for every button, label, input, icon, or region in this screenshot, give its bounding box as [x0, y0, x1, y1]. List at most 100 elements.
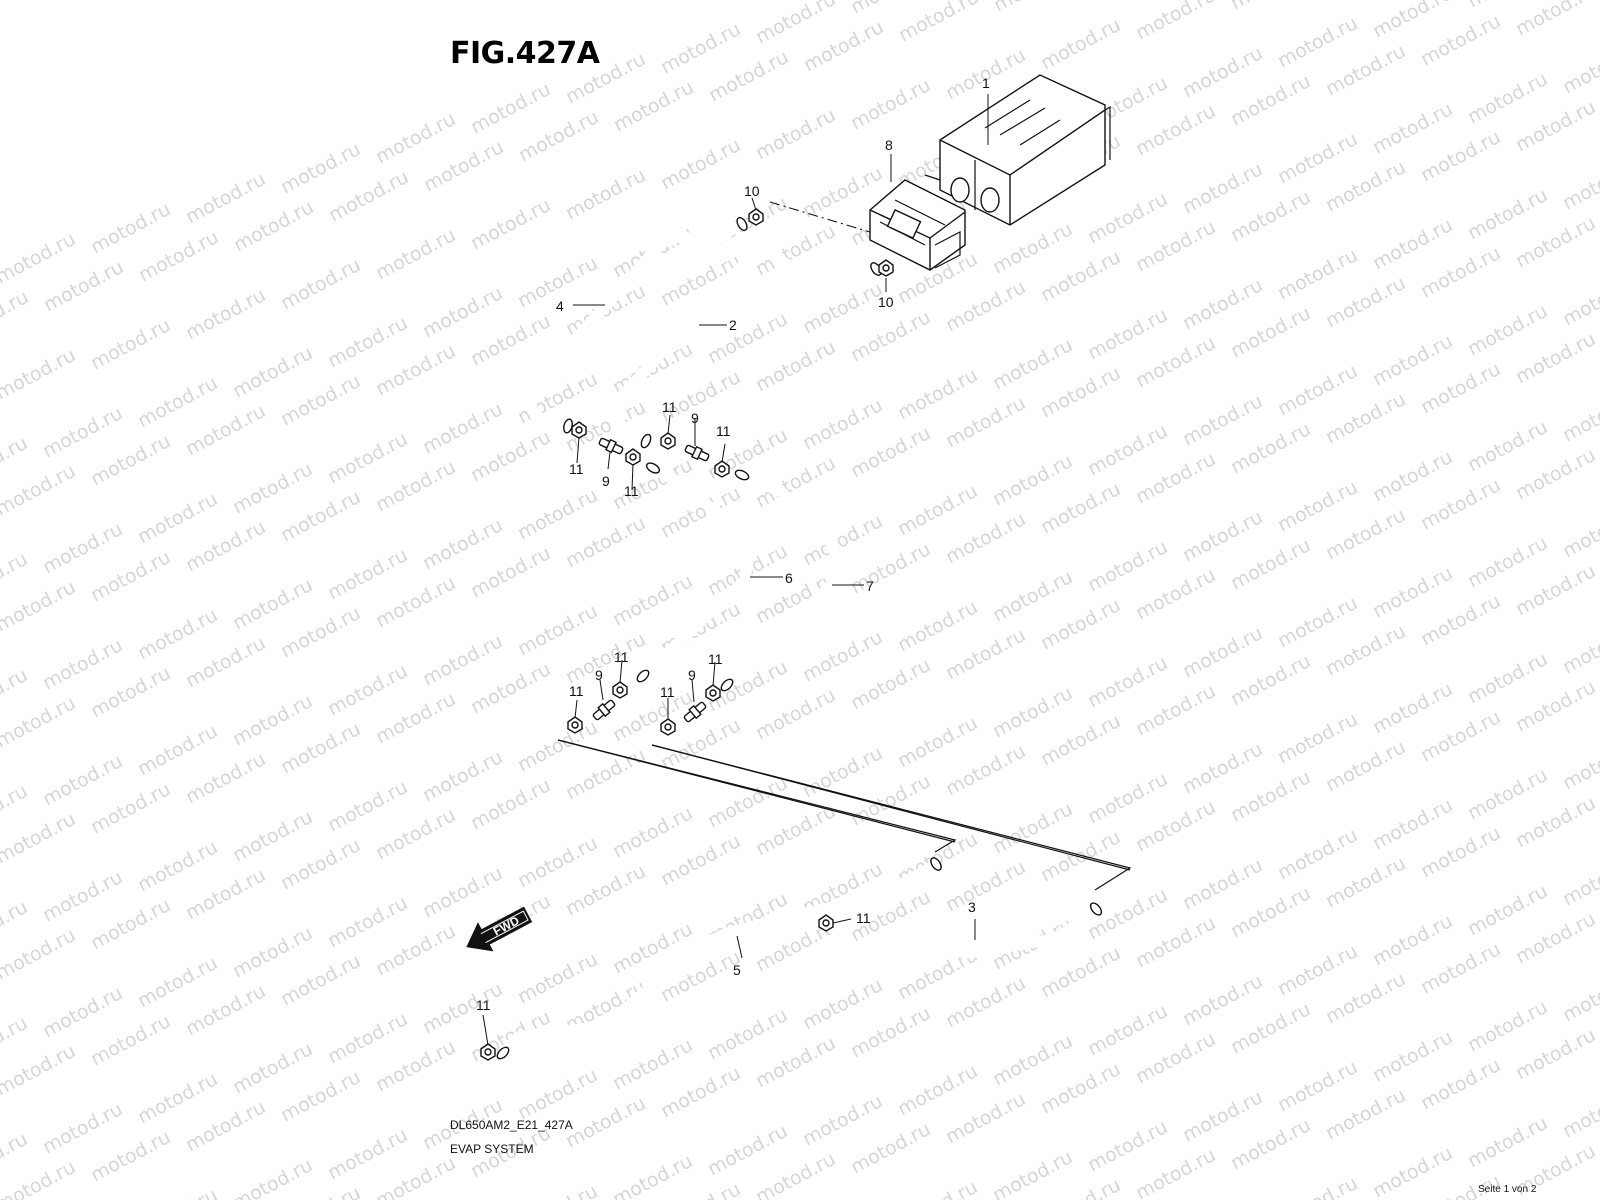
watermark-text: motod.ru [1132, 448, 1219, 508]
watermark-text: motod.ru [562, 860, 649, 920]
watermark-text: motod.ru [562, 628, 649, 688]
watermark-text: motod.ru [1274, 592, 1361, 652]
watermark-text: motod.ru [1369, 214, 1456, 274]
callout-clip-11: 11 [476, 997, 491, 1013]
watermark-text: motod.ru [467, 542, 554, 602]
watermark-text: motod.ru [1512, 792, 1599, 852]
watermark-text: motod.ru [1132, 680, 1219, 740]
watermark-text: motod.ru [0, 460, 79, 520]
watermark-text: motod.ru [1179, 506, 1266, 566]
watermark-text: motod.ru [989, 1030, 1076, 1090]
watermark-text: motod.ru [39, 866, 126, 926]
watermark-text: motod.ru [1084, 1116, 1171, 1176]
callout-clip-11: 11 [569, 683, 584, 699]
watermark-text: motod.ru [419, 862, 506, 922]
watermark-text: motod.ru [1227, 534, 1314, 594]
watermark-text: motod.ru [1417, 822, 1504, 882]
watermark-text: motod.ru [229, 458, 316, 518]
watermark-text: motod.ru [372, 1036, 459, 1096]
watermark-text: motod.ru [87, 894, 174, 954]
watermark-text: motod.ru [324, 660, 411, 720]
watermark-text: motod.ru [229, 806, 316, 866]
watermark-text: motod.ru [705, 46, 792, 106]
watermark-text: motod.ru [1084, 536, 1171, 596]
hose-3 [829, 904, 1101, 978]
watermark-text: motod.ru [87, 546, 174, 606]
watermark-text: motod.ru [942, 1088, 1029, 1148]
watermark-text: motod.ru [514, 600, 601, 660]
watermark-text: motod.ru [1464, 184, 1551, 244]
guide-lines [557, 201, 1132, 891]
watermark-text: motod.ru [419, 978, 506, 1038]
watermark-text: motod.ru [1369, 562, 1456, 622]
callout-clip-11: 11 [624, 483, 639, 499]
watermark-text: motod.ru [324, 892, 411, 952]
watermark-text: motod.ru [1464, 764, 1551, 824]
watermark-text: motod.ru [1559, 386, 1600, 446]
watermark-text: motod.ru [609, 918, 696, 978]
watermark-text: motod.ru [1274, 940, 1361, 1000]
watermark-text: motod.ru [277, 486, 364, 546]
watermark-text: motod.ru [514, 1180, 601, 1200]
watermark-text: motod.ru [1227, 882, 1314, 942]
watermark-text: motod.ru [1322, 504, 1409, 564]
watermark-text: motod.ru [1179, 738, 1266, 798]
watermark-text: motod.ru [467, 658, 554, 718]
watermark-text: motod.ru [1179, 970, 1266, 1030]
watermark-text: motod.ru [609, 570, 696, 630]
watermark-text: motod.ru [800, 16, 887, 76]
watermark-text: motod.ru [372, 804, 459, 864]
watermark-text: motod.ru [277, 1066, 364, 1126]
watermark-text: motod.ru [1559, 850, 1600, 910]
watermark-text: motod.ru [0, 808, 79, 868]
watermark-text: motod.ru [847, 1002, 934, 1062]
leader-lines [482, 94, 989, 1046]
watermark-text: motod.ru [1132, 216, 1219, 276]
watermark-text: motod.ru [419, 398, 506, 458]
watermark-text: motod.ru [134, 836, 221, 896]
watermark-text: motod.ru [1227, 998, 1314, 1058]
watermark-text: motod.ru [1417, 706, 1504, 766]
watermark-text: motod.ru [847, 422, 934, 482]
callout-bracket: 8 [885, 137, 893, 153]
watermark-text: motod.ru [135, 226, 222, 286]
watermark-text: motod.ru [1274, 1172, 1361, 1200]
figure-caption: EVAP SYSTEM [450, 1142, 534, 1156]
watermark-text: motod.ru [39, 750, 126, 810]
watermark-text: motod.ru [134, 604, 221, 664]
joint [592, 699, 616, 721]
joint [598, 437, 624, 455]
watermark-text: motod.ru [230, 196, 317, 256]
watermark-text: motod.ru [420, 136, 507, 196]
watermark-text: motod.ru [1274, 824, 1361, 884]
watermark-text: motod.ru [942, 856, 1029, 916]
watermark-text: motod.ru [467, 78, 554, 138]
callout-joint: 9 [602, 473, 610, 489]
watermark-text: motod.ru [1464, 880, 1551, 940]
watermark-text: motod.ru [0, 344, 79, 404]
watermark-text: motod.ru [895, 0, 982, 46]
watermark-text: motod.ru [419, 630, 506, 690]
watermark-text: motod.ru [87, 198, 174, 258]
watermark-text: motod.ru [1559, 966, 1600, 1026]
watermark-text: motod.ru [1322, 736, 1409, 796]
watermark-text: motod.ru [1322, 968, 1409, 1028]
watermark-text: motod.ru [372, 572, 459, 632]
watermark-text: motod.ru [1464, 300, 1551, 360]
watermark-text: motod.ru [657, 18, 744, 78]
watermark-text: motod.ru [1274, 476, 1361, 536]
watermark-text: motod.ru [324, 1008, 411, 1068]
watermark-text: motod.ru [134, 720, 221, 780]
watermark-text: motod.ru [1322, 272, 1409, 332]
watermark-text: motod.ru [1322, 40, 1409, 100]
watermark-text: motod.ru [847, 74, 934, 134]
watermark-text: motod.ru [894, 1176, 981, 1200]
watermark-text: motod.ru [657, 1062, 744, 1122]
watermark-text: motod.ru [562, 744, 649, 804]
watermark-text: motod.ru [990, 0, 1077, 16]
watermark-text: motod.ru [39, 982, 126, 1042]
watermark-text: motod.ru [989, 450, 1076, 510]
watermark-text: motod.ru [1037, 246, 1124, 306]
hose-7 [722, 470, 844, 690]
